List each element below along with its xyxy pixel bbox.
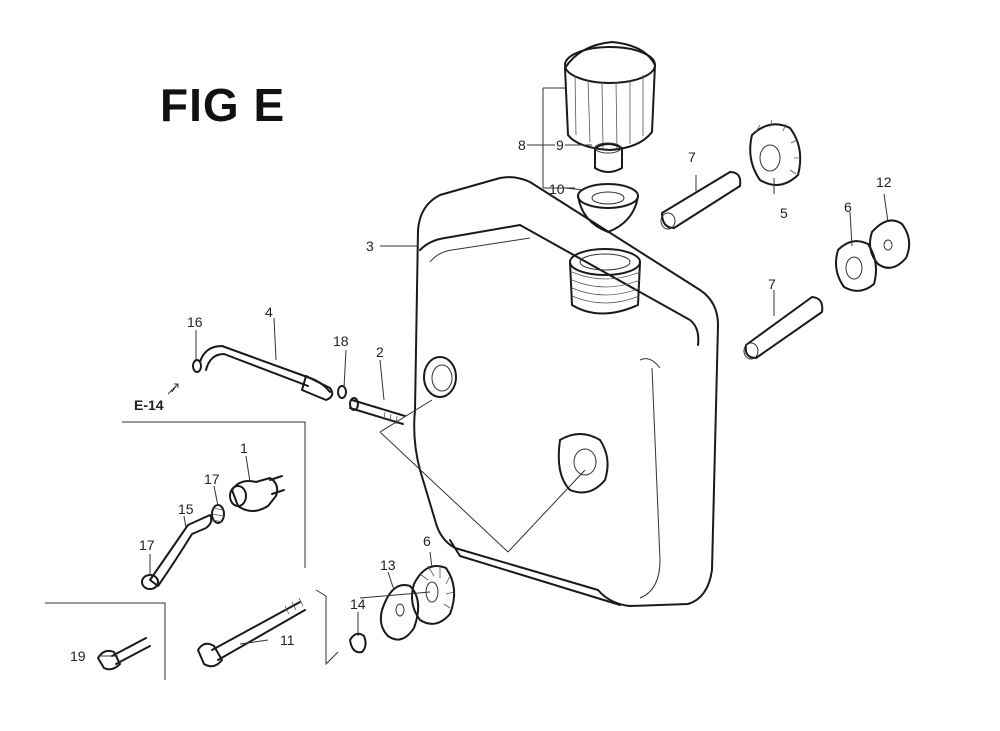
mount-rubber-5 bbox=[749, 119, 802, 186]
callout-5: 5 bbox=[780, 205, 788, 221]
washer-14 bbox=[349, 632, 367, 654]
strainer-10 bbox=[577, 183, 639, 233]
washer-12 bbox=[869, 219, 911, 269]
callout-12: 12 bbox=[876, 174, 892, 190]
fuel-line bbox=[192, 345, 347, 401]
fuel-cock bbox=[229, 475, 285, 512]
bolt-2 bbox=[349, 397, 406, 425]
callout-18: 18 bbox=[333, 333, 349, 349]
clamp-17-lower bbox=[141, 574, 159, 590]
clamp-17-upper bbox=[211, 504, 225, 524]
rubber-tube-upper bbox=[660, 171, 742, 230]
callout-4: 4 bbox=[265, 304, 273, 320]
callout-11: 11 bbox=[280, 632, 295, 648]
callout-1: 1 bbox=[240, 440, 248, 456]
callout-7-lower: 7 bbox=[768, 276, 776, 292]
tube-15 bbox=[149, 514, 213, 587]
callout-3: 3 bbox=[366, 238, 374, 254]
callout-15: 15 bbox=[178, 501, 194, 517]
fuel-cap bbox=[564, 41, 656, 151]
bolt-19 bbox=[97, 637, 151, 671]
callout-6-upper: 6 bbox=[844, 199, 852, 215]
figure-title: FIG E bbox=[160, 79, 286, 131]
clip-16 bbox=[192, 359, 202, 373]
cap-seal-9 bbox=[594, 142, 623, 173]
callout-7-upper: 7 bbox=[688, 149, 696, 165]
rubber-tube-lower bbox=[743, 296, 824, 360]
callout-19: 19 bbox=[70, 648, 86, 664]
callout-9: 9 bbox=[556, 137, 564, 153]
washer-13 bbox=[379, 584, 420, 641]
reference-arrow bbox=[167, 383, 179, 395]
bolt-area-border bbox=[45, 602, 166, 680]
mount-rubber-6-lower bbox=[411, 565, 456, 625]
callout-2: 2 bbox=[376, 344, 384, 360]
callout-13: 13 bbox=[380, 557, 396, 573]
clip-18 bbox=[337, 385, 347, 399]
guide-lines bbox=[315, 399, 586, 666]
fuel-cock-area-border bbox=[122, 421, 306, 568]
callout-6-lower: 6 bbox=[423, 533, 431, 549]
mount-rubber-6-upper bbox=[835, 240, 877, 292]
leader-lines bbox=[98, 144, 889, 657]
callout-17-upper: 17 bbox=[204, 471, 220, 487]
callout-bracket-8 bbox=[542, 87, 575, 189]
callout-16: 16 bbox=[187, 314, 203, 330]
fuel-tank bbox=[413, 176, 719, 607]
callout-8: 8 bbox=[518, 137, 526, 153]
callout-17-lower: 17 bbox=[139, 537, 155, 553]
reference-e14: E-14 bbox=[134, 397, 164, 413]
callout-10: 10 bbox=[549, 181, 565, 197]
callout-14: 14 bbox=[350, 596, 366, 612]
bolt-11 bbox=[197, 597, 306, 668]
